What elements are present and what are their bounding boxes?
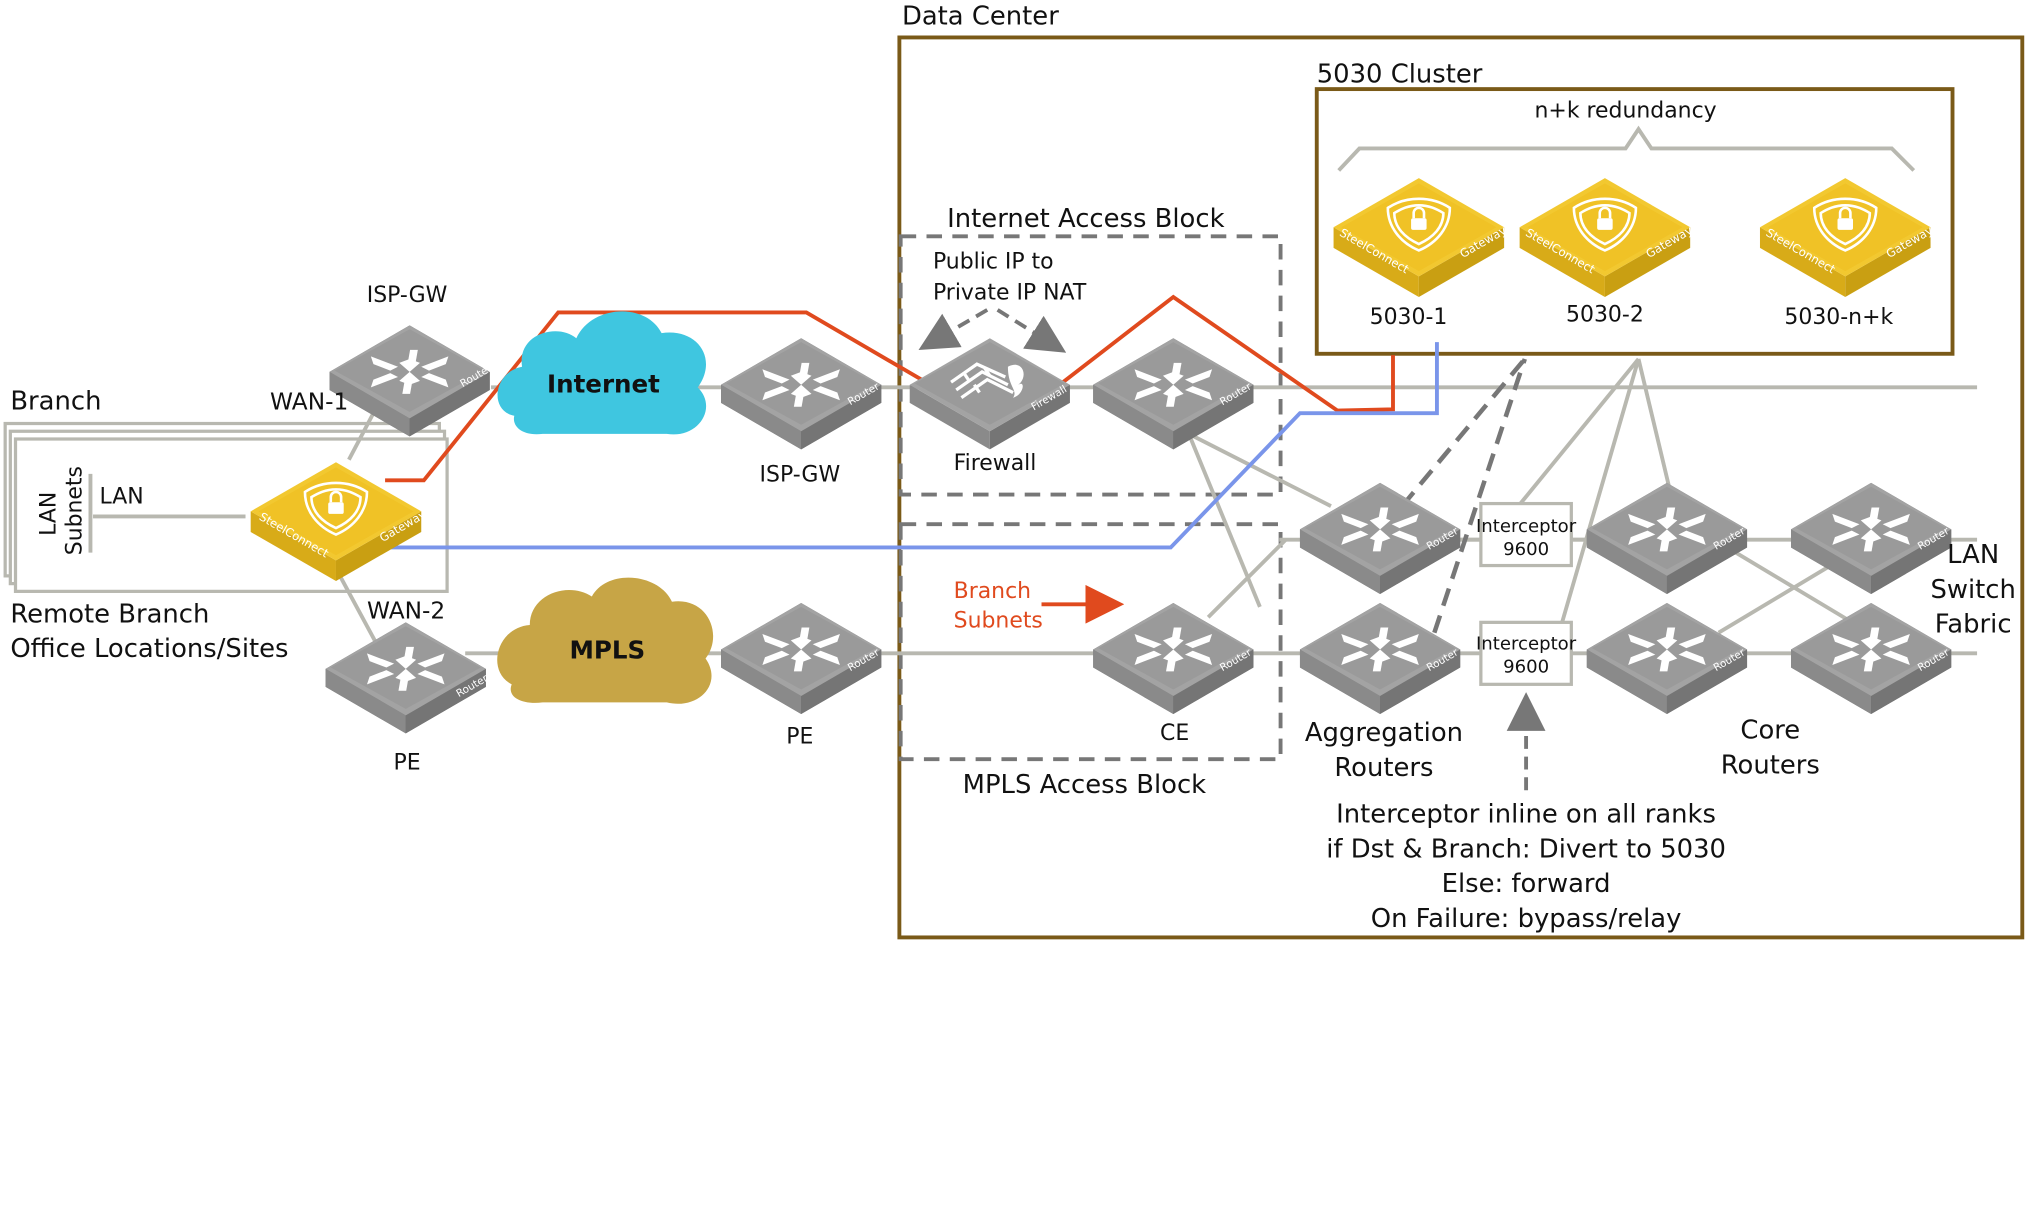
router-ce[interactable]: Router bbox=[1093, 602, 1254, 715]
gateway-5030-1[interactable]: SteelConnect Gateway bbox=[1332, 176, 1509, 299]
cluster-dashed-links bbox=[1400, 357, 1527, 634]
interceptor-bottom-model: 9600 bbox=[1503, 657, 1549, 678]
gw-5030-2-label: 5030-2 bbox=[1566, 303, 1644, 328]
interceptor-top[interactable]: Interceptor 9600 bbox=[1476, 501, 1577, 568]
mpls-traffic-path bbox=[390, 342, 1439, 550]
branch-footer-line2: Office Locations/Sites bbox=[10, 634, 288, 664]
data-center-title: Data Center bbox=[902, 2, 1059, 32]
pe-dc-label: PE bbox=[786, 725, 813, 750]
router-isp-gw-branch[interactable]: Router bbox=[329, 325, 495, 437]
core-line1: Core bbox=[1740, 716, 1800, 746]
note-line1: Interceptor inline on all ranks bbox=[1336, 800, 1716, 830]
wan1-label: WAN-1 bbox=[270, 388, 348, 415]
gw-5030-1-label: 5030-1 bbox=[1370, 305, 1448, 330]
nat-label-line1: Public IP to bbox=[933, 250, 1054, 275]
mpls-access-block-boundary bbox=[898, 522, 1283, 762]
nat-arrows bbox=[918, 308, 1067, 353]
note-line4: On Failure: bypass/relay bbox=[1371, 904, 1682, 934]
branch-title: Branch bbox=[10, 386, 101, 416]
firewall-device[interactable]: Firewall bbox=[908, 336, 1072, 451]
redundancy-label: n+k redundancy bbox=[1535, 99, 1717, 124]
aggregation-line2: Routers bbox=[1334, 753, 1433, 783]
mpls-cloud: MPLS bbox=[497, 577, 714, 704]
gw-5030-nk-label: 5030-n+k bbox=[1784, 305, 1893, 330]
router-aggregation-bottom[interactable]: Router bbox=[1299, 602, 1461, 715]
redundancy-bracket bbox=[1337, 125, 1916, 172]
network-diagram: Internet MPLS Router Router Router Route… bbox=[3, 2, 2025, 940]
branch-subnets-line1: Branch bbox=[954, 579, 1031, 604]
wan2-label: WAN-2 bbox=[367, 597, 445, 624]
router-isp-gw-dc[interactable]: Router bbox=[721, 338, 882, 450]
gateway-5030-nk[interactable]: SteelConnect Gateway bbox=[1758, 176, 1935, 299]
lan-subnets-line1: LAN bbox=[37, 492, 62, 536]
firewall-label: Firewall bbox=[954, 451, 1037, 476]
internet-block-title: Internet Access Block bbox=[947, 204, 1224, 234]
interceptor-top-label: Interceptor bbox=[1476, 516, 1577, 537]
router-core-1[interactable]: Router bbox=[1586, 482, 1748, 594]
lan-switch-line3: Fabric bbox=[1935, 610, 2012, 640]
pe-branch-label: PE bbox=[393, 751, 420, 776]
router-core-4[interactable]: Router bbox=[1790, 602, 1952, 715]
lan-switch-line1: LAN bbox=[1947, 540, 1999, 570]
ce-label: CE bbox=[1160, 721, 1189, 746]
lan-switch-line2: Switch bbox=[1930, 575, 2015, 605]
interceptor-top-model: 9600 bbox=[1503, 539, 1549, 560]
interceptor-bottom-label: Interceptor bbox=[1476, 633, 1577, 654]
gateway-5030-2[interactable]: SteelConnect Gateway bbox=[1518, 176, 1695, 299]
isp-gw-dc-label: ISP-GW bbox=[760, 463, 841, 488]
router-pe-branch[interactable]: Router bbox=[325, 622, 491, 734]
lan-label: LAN bbox=[99, 485, 143, 510]
note-line3: Else: forward bbox=[1442, 869, 1611, 899]
mpls-block-title: MPLS Access Block bbox=[963, 770, 1206, 800]
nat-label-line2: Private IP NAT bbox=[933, 281, 1087, 306]
cluster-title: 5030 Cluster bbox=[1317, 60, 1483, 90]
isp-gw-branch-label: ISP-GW bbox=[367, 283, 448, 308]
router-internet-block[interactable]: Router bbox=[1093, 338, 1254, 450]
branch-subnets-line2: Subnets bbox=[954, 609, 1043, 634]
mpls-cloud-label: MPLS bbox=[569, 636, 645, 665]
router-aggregation-top[interactable]: Router bbox=[1299, 482, 1461, 594]
core-line2: Routers bbox=[1721, 750, 1820, 780]
internet-cloud-label: Internet bbox=[547, 370, 660, 399]
note-line2: if Dst & Branch: Divert to 5030 bbox=[1326, 834, 1726, 864]
router-core-2[interactable]: Router bbox=[1790, 482, 1952, 594]
data-center-boundary bbox=[897, 35, 2025, 940]
branch-footer-line1: Remote Branch bbox=[10, 599, 209, 629]
internet-cloud: Internet bbox=[497, 311, 707, 435]
router-pe-dc[interactable]: Router bbox=[721, 602, 882, 715]
router-core-3[interactable]: Router bbox=[1586, 602, 1748, 715]
lan-subnets-line2: Subnets bbox=[62, 466, 87, 555]
cluster-boundary bbox=[1314, 87, 1955, 356]
aggregation-line1: Aggregation bbox=[1305, 718, 1463, 748]
interceptor-bottom[interactable]: Interceptor 9600 bbox=[1476, 620, 1577, 686]
